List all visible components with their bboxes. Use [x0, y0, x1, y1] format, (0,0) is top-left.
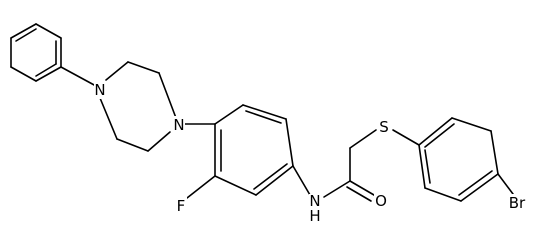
- bond: [292, 165, 311, 196]
- bond: [15, 28, 37, 42]
- bond: [253, 163, 288, 190]
- bond: [127, 61, 160, 74]
- bond: [255, 165, 294, 196]
- bond: [323, 180, 351, 198]
- bond: [35, 66, 62, 82]
- atom-label-sulfur: S: [379, 118, 389, 136]
- atom-bg: [173, 116, 185, 134]
- atom-bg: [374, 192, 388, 210]
- bond: [458, 170, 493, 196]
- bond: [460, 173, 499, 202]
- bond: [346, 186, 372, 202]
- bond: [451, 117, 492, 132]
- bond: [35, 63, 57, 77]
- bond: [392, 129, 420, 146]
- bond: [116, 138, 149, 152]
- bond: [35, 23, 62, 39]
- atom-label-nitrogen: N: [94, 81, 105, 99]
- bond: [10, 66, 37, 82]
- bond: [245, 110, 282, 124]
- bond: [418, 144, 426, 189]
- bond: [349, 180, 375, 196]
- atom-bg: [309, 194, 322, 211]
- bond: [214, 104, 244, 125]
- bond: [349, 129, 377, 149]
- bonds: [10, 23, 514, 202]
- atom-label-amide-hydrogen: H: [309, 207, 320, 223]
- atom-bg: [505, 194, 529, 212]
- bond: [186, 175, 216, 199]
- bond: [242, 104, 287, 120]
- bond: [424, 149, 431, 184]
- atom-label-oxygen: O: [375, 192, 387, 210]
- atom-bg: [94, 81, 106, 99]
- bond: [105, 61, 129, 81]
- bond: [10, 23, 37, 39]
- bond: [60, 66, 97, 87]
- bond: [497, 173, 514, 195]
- bond: [214, 175, 257, 196]
- atom-labels: N N F N H O S Br: [94, 81, 529, 223]
- atom-bg: [175, 197, 187, 215]
- bond: [99, 97, 118, 140]
- molecule-svg: N N F N H O S Br: [10, 23, 529, 223]
- bond: [158, 72, 177, 119]
- atom-bg: [378, 118, 391, 136]
- atom-label-nitrogen: N: [173, 116, 184, 134]
- atom-label-fluorine: F: [177, 197, 186, 215]
- bond: [147, 131, 171, 152]
- bond: [424, 187, 462, 202]
- atom-label-bromine: Br: [509, 194, 526, 212]
- structure-diagram: N N F N H O S Br: [10, 23, 529, 223]
- bond: [424, 123, 455, 148]
- bond: [285, 118, 294, 167]
- atom-bg: [309, 210, 322, 223]
- bond: [418, 117, 453, 146]
- bond: [490, 130, 499, 175]
- atom-label-amide-nitrogen: N: [309, 192, 320, 210]
